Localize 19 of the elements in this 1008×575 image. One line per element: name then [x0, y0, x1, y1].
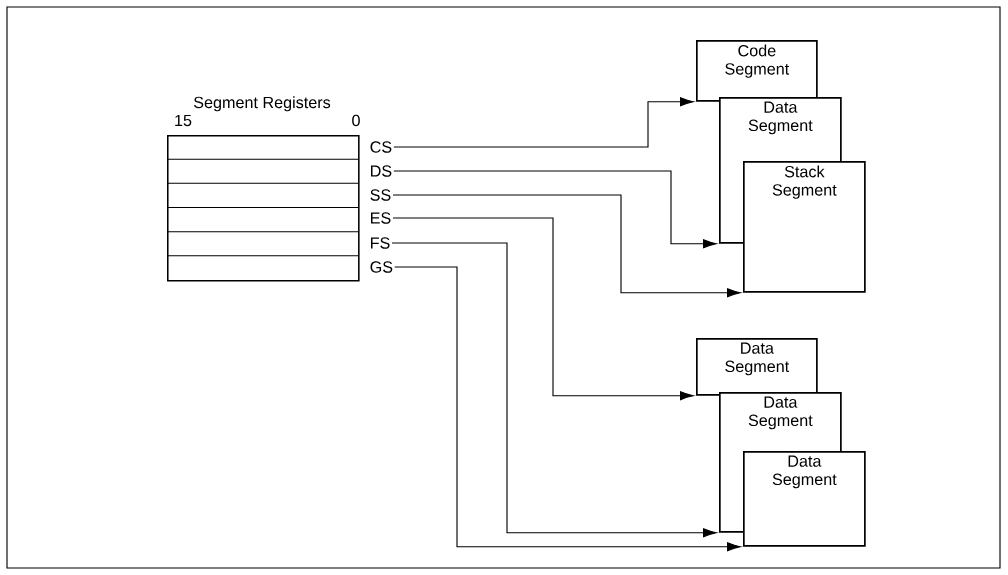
arrow — [392, 194, 741, 298]
segment-box: Data Segment — [696, 338, 818, 396]
bit-number: 15 — [175, 114, 192, 127]
register-label: ES — [371, 212, 391, 224]
register-label: DS — [371, 165, 392, 177]
register-label: GS — [370, 261, 393, 273]
arrow — [391, 242, 717, 538]
register-label: SS — [370, 189, 391, 201]
register-label: FS — [371, 237, 390, 249]
arrow — [393, 170, 717, 249]
segment-box: Data Segment — [743, 451, 866, 547]
segment-box: Code Segment — [696, 40, 818, 102]
register-label: CS — [370, 141, 392, 153]
bit-number: 0 — [352, 114, 360, 127]
arrow — [393, 97, 694, 148]
arrow — [394, 266, 741, 552]
segment-box: Stack Segment — [743, 161, 866, 293]
arrow — [392, 217, 694, 401]
node-label: Segment Registers — [193, 96, 331, 112]
